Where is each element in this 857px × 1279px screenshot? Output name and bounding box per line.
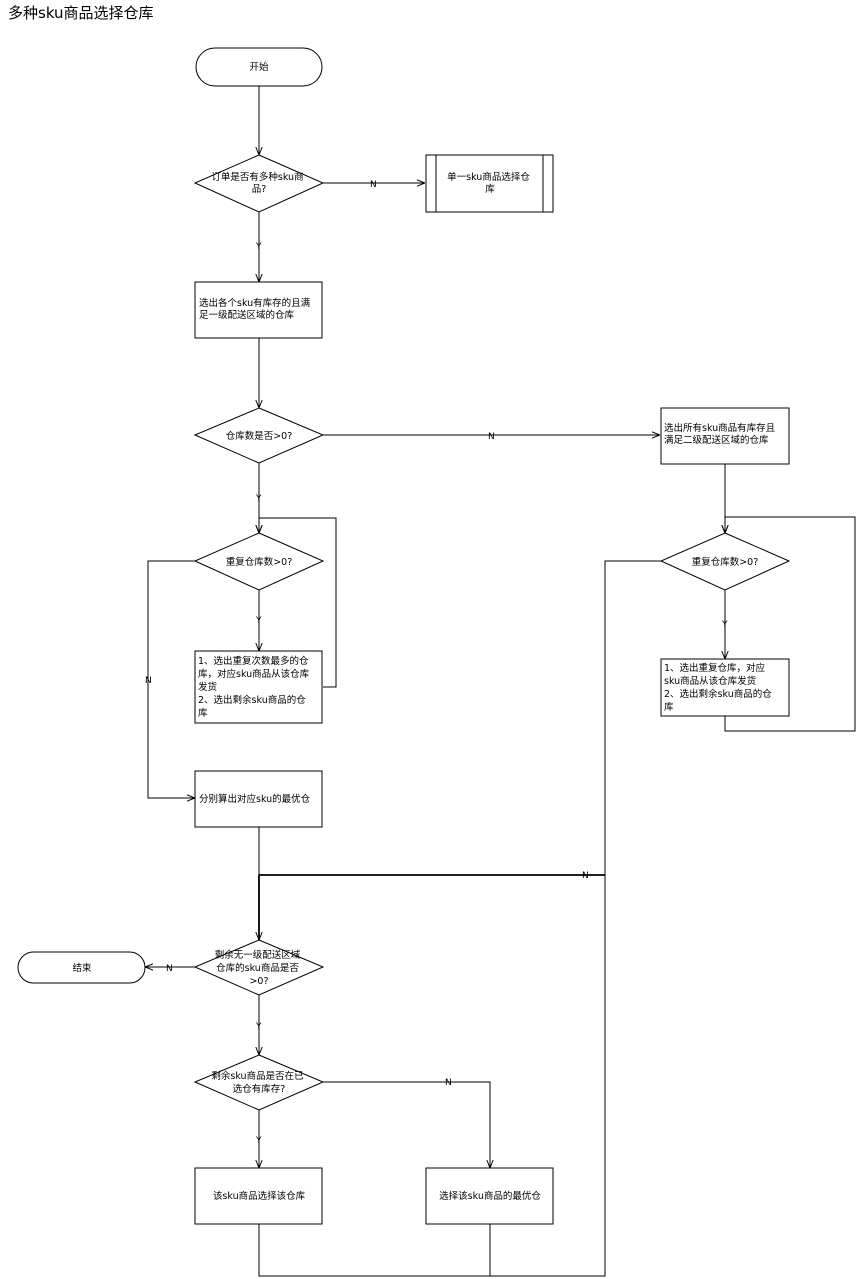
process-select-level1-line-1: 选出各个sku有库存的且满 — [199, 297, 311, 309]
process-dup-right-line-2: sku商品从该仓库发货 — [664, 675, 756, 687]
edge-dup-left-loop — [259, 517, 337, 688]
process-dup-left-label: 1、选出重复次数最多的仓 库，对应sku商品从该仓库 发货 2、选出剩余sku商… — [198, 655, 312, 719]
decision-remaining-line-2: 仓库的sku商品是否 — [216, 962, 299, 974]
decision-remaining-line-3: >0? — [249, 976, 268, 987]
decision-in-selected-label: 剩余sku商品是否在已 选仓有库存? — [211, 1070, 306, 1095]
decision-remaining: 剩余无一级配送区域 仓库的sku商品是否 >0? — [193, 939, 325, 996]
process-dup-left-line-4: 2、选出剩余sku商品的仓 — [198, 694, 306, 706]
process-dup-right-line-1: 1、选出重复仓库，对应 — [664, 662, 766, 674]
diagram-title: 多种sku商品选择仓库 — [8, 4, 154, 22]
start-label: 开始 — [249, 61, 269, 73]
decision-multi-sku-label: 订单是否有多种sku商 品? — [211, 171, 306, 195]
process-dup-right-line-4: 库 — [664, 701, 674, 713]
process-choose-this: 该sku商品选择该仓库 — [194, 1167, 323, 1225]
process-select-level1-label: 选出各个sku有库存的且满 足一级配送区域的仓库 — [199, 297, 313, 321]
end-terminal: 结束 — [17, 951, 146, 984]
decision-remaining-label: 剩余无一级配送区域 仓库的sku商品是否 >0? — [215, 949, 304, 987]
end-label: 结束 — [72, 962, 92, 974]
process-best-each-label: 分别算出对应sku的最优仓 — [199, 793, 311, 805]
process-dup-left: 1、选出重复次数最多的仓 库，对应sku商品从该仓库 发货 2、选出剩余sku商… — [194, 650, 323, 724]
decision-in-selected-line-2: 选仓有库存? — [233, 1083, 286, 1095]
decision-in-selected-line-1: 剩余sku商品是否在已 — [211, 1070, 304, 1082]
process-single-sku-label: 单一sku商品选择仓 库 — [447, 171, 533, 195]
decision-multi-sku-line-1: 订单是否有多种sku商 — [211, 171, 303, 183]
decision-multi-sku: 订单是否有多种sku商 品? — [193, 154, 325, 213]
process-select-level1-line-2: 足一级配送区域的仓库 — [199, 309, 295, 321]
edge-label-count-n: N — [488, 432, 495, 442]
decision-multi-sku-line-2: 品? — [252, 184, 267, 195]
decision-dup-right-label: 重复仓库数>0? — [692, 556, 759, 568]
edge-label-dup-right-n: N — [582, 871, 589, 881]
decision-remaining-line-1: 剩余无一级配送区域 — [215, 949, 301, 961]
process-dup-right: 1、选出重复仓库，对应 sku商品从该仓库发货 2、选出剩余sku商品的仓 库 — [660, 658, 790, 717]
edge-label-multi-y: Y — [255, 242, 262, 252]
edge-label-count-y: Y — [255, 494, 262, 504]
edge-label-remaining-y: Y — [255, 1022, 262, 1032]
decision-dup-right: 重复仓库数>0? — [659, 532, 791, 591]
decision-dup-left-label: 重复仓库数>0? — [226, 556, 293, 568]
decision-count-gt0: 仓库数是否>0? — [193, 407, 325, 464]
edge-label-in-selected-y: Y — [255, 1136, 262, 1146]
process-choose-best: 选择该sku商品的最优仓 — [425, 1167, 554, 1225]
decision-count-gt0-label: 仓库数是否>0? — [226, 430, 293, 442]
edge-label-in-selected-n: N — [445, 1078, 452, 1088]
edge-label-dup-left-y: Y — [255, 616, 262, 626]
process-dup-right-label: 1、选出重复仓库，对应 sku商品从该仓库发货 2、选出剩余sku商品的仓 库 — [664, 662, 775, 713]
process-single-sku-line-1: 单一sku商品选择仓 — [447, 171, 530, 183]
edge-labels: N Y N Y Y N Y N N Y N Y — [145, 180, 728, 1146]
process-dup-left-line-1: 1、选出重复次数最多的仓 — [198, 655, 309, 667]
process-select-level2-line-2: 满足二级配送区域的仓库 — [664, 434, 769, 446]
edge-dup-right-loop — [725, 516, 856, 732]
decision-in-selected: 剩余sku商品是否在已 选仓有库存? — [193, 1054, 325, 1111]
process-select-level2-line-1: 选出所有sku商品有库存且 — [664, 422, 775, 434]
process-choose-best-label: 选择该sku商品的最优仓 — [439, 1190, 541, 1202]
process-select-level1: 选出各个sku有库存的且满 足一级配送区域的仓库 — [194, 281, 323, 339]
edge-dup-left-to-best — [147, 560, 195, 798]
edge-bottom-return-left — [258, 875, 606, 1277]
edge-in-selected-to-best — [323, 1081, 490, 1168]
edge-label-dup-right-y: Y — [721, 620, 728, 630]
process-select-level2: 选出所有sku商品有库存且 满足二级配送区域的仓库 — [660, 407, 790, 465]
edge-label-dup-left-n: N — [145, 676, 152, 686]
edge-label-multi-n: N — [370, 180, 377, 190]
process-dup-left-line-2: 库，对应sku商品从该仓库 — [198, 668, 310, 680]
process-single-sku-line-2: 库 — [485, 183, 495, 195]
process-dup-left-line-5: 库 — [198, 707, 208, 719]
decision-dup-left: 重复仓库数>0? — [193, 532, 325, 591]
process-dup-right-line-3: 2、选出剩余sku商品的仓 — [664, 688, 772, 700]
process-dup-left-line-3: 发货 — [198, 681, 217, 693]
process-select-level2-label: 选出所有sku商品有库存且 满足二级配送区域的仓库 — [664, 422, 778, 446]
start-terminal: 开始 — [195, 47, 323, 87]
edge-dup-right-to-merge — [604, 560, 661, 875]
connectors — [145, 86, 856, 1277]
process-best-each: 分别算出对应sku的最优仓 — [194, 770, 323, 828]
edge-label-remaining-n: N — [166, 964, 173, 974]
process-choose-this-label: 该sku商品选择该仓库 — [213, 1190, 306, 1202]
process-single-sku: 单一sku商品选择仓 库 — [425, 154, 554, 213]
